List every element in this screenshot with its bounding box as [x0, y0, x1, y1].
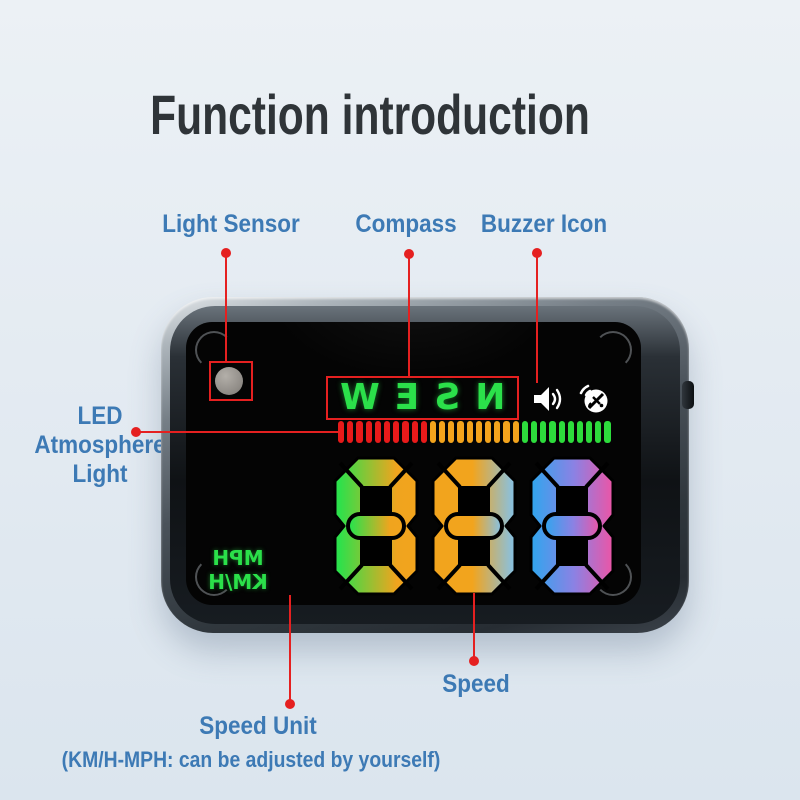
led-segment: [521, 421, 528, 443]
label-buzzer-icon: Buzzer Icon: [480, 210, 608, 238]
led-segment: [595, 421, 602, 443]
led-segment: [420, 421, 427, 443]
led-segment: [466, 421, 473, 443]
led-segment: [567, 421, 574, 443]
label-led-line1: LED: [77, 402, 123, 430]
satellite-icon: [579, 384, 608, 413]
speed-unit-readout: MPH KM/H: [196, 546, 280, 594]
led-segment: [558, 421, 565, 443]
led-segment: [448, 421, 455, 443]
device-side-button: [682, 381, 694, 409]
light-sensor-highlight-box: [209, 361, 253, 401]
callout-dot-led: [131, 427, 141, 437]
led-segment: [374, 421, 381, 443]
light-sensor-icon: [215, 367, 243, 395]
callout-dot-speed-unit: [285, 699, 295, 709]
page-title: Function introduction: [150, 83, 590, 146]
label-light-sensor: Light Sensor: [162, 210, 300, 238]
led-segment: [503, 421, 510, 443]
led-segment: [356, 421, 363, 443]
callout-line-speed-unit: [289, 595, 291, 700]
label-speed-unit-note: (KM/H-MPH: can be adjusted by yourself): [61, 747, 441, 772]
unit-mph: MPH: [212, 546, 264, 570]
led-segment: [439, 421, 446, 443]
led-segment: [383, 421, 391, 443]
led-segment: [402, 421, 409, 443]
screen-reflection: [267, 322, 560, 379]
led-segment: [347, 421, 354, 443]
compass-letters: NSEW: [324, 377, 506, 418]
led-segment: [485, 421, 492, 443]
led-segment: [429, 421, 437, 443]
speed-digit-8: [529, 456, 615, 596]
label-led-line2: Atmosphere: [34, 431, 166, 459]
speaker-icon: [534, 387, 562, 411]
led-segment: [604, 421, 611, 443]
compass-highlight-box: NSEW: [324, 376, 519, 420]
corner-arc-icon: [195, 331, 233, 369]
led-segment: [512, 421, 519, 443]
led-segment: [540, 421, 547, 443]
label-compass: Compass: [355, 210, 457, 238]
corner-arc-icon: [195, 558, 233, 596]
led-segment: [411, 421, 418, 443]
device-screen: NSEW: [186, 322, 641, 605]
unit-kmh: KM/H: [208, 570, 268, 594]
speed-digit-8: [431, 456, 517, 596]
led-segment: [475, 421, 482, 443]
led-segment: [365, 421, 372, 443]
callout-dot-buzzer: [532, 248, 542, 258]
label-speed-unit: Speed Unit: [199, 712, 317, 740]
led-segment: [549, 421, 556, 443]
led-segment: [530, 421, 538, 443]
led-segment: [338, 421, 345, 443]
callout-line-light-sensor: [225, 256, 227, 362]
callout-line-buzzer: [536, 256, 538, 383]
corner-arc-icon: [594, 558, 632, 596]
led-segment: [457, 421, 464, 443]
hud-device: NSEW: [161, 297, 694, 633]
callout-line-led: [140, 431, 340, 433]
speed-display: [332, 455, 616, 597]
corner-arc-icon: [594, 331, 632, 369]
callout-dot-compass: [404, 249, 414, 259]
label-speed: Speed: [442, 670, 510, 698]
callout-dot-light-sensor: [221, 248, 231, 258]
led-segment: [586, 421, 593, 443]
label-led-line3: Light: [72, 460, 128, 488]
callout-line-speed: [473, 593, 475, 657]
callout-line-compass: [408, 257, 410, 376]
label-led-atmosphere-light: LED Atmosphere Light: [19, 402, 181, 489]
led-bar: [338, 421, 611, 443]
callout-dot-speed: [469, 656, 479, 666]
speed-digit-8: [333, 456, 419, 596]
led-segment: [576, 421, 584, 443]
led-segment: [494, 421, 501, 443]
led-segment: [393, 421, 400, 443]
